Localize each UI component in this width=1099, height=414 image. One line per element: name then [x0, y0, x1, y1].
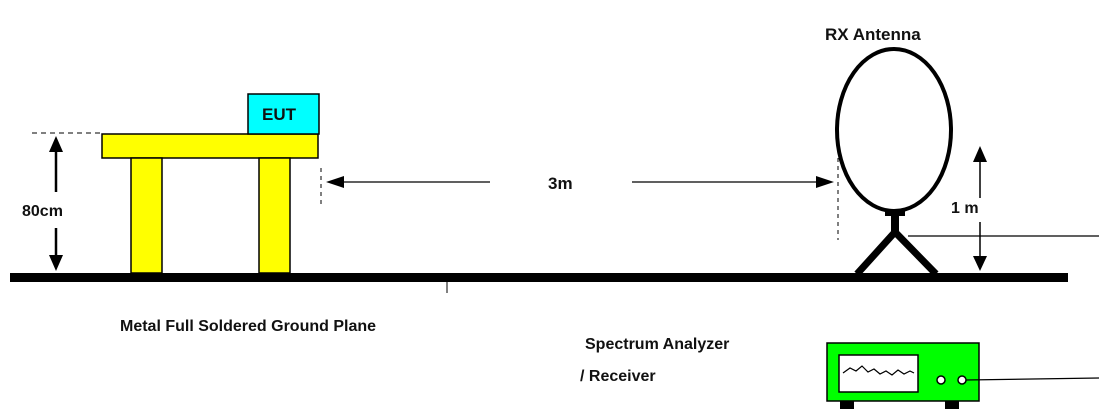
table-leg-left [130, 157, 163, 274]
ground-plane-label: Metal Full Soldered Ground Plane [120, 318, 376, 335]
antenna-leg-left [854, 229, 898, 277]
test-table [101, 133, 319, 274]
analyzer-trace [842, 365, 915, 376]
analyzer-label-line2: / Receiver [580, 368, 656, 385]
table-height-dimension: 80cm [22, 132, 100, 271]
distance-label: 3m [548, 174, 573, 193]
antenna-height-label: 1 m [951, 200, 979, 217]
table-leg-right [258, 157, 291, 274]
distance-dimension: 3m [320, 158, 839, 240]
antenna-leg-right [892, 229, 939, 277]
antenna-mount [885, 209, 905, 216]
antenna-height-dimension: 1 m [951, 146, 987, 271]
analyzer-foot-right [945, 401, 959, 409]
spectrum-analyzer: Spectrum Analyzer / Receiver [580, 336, 1099, 409]
analyzer-knob-1 [936, 375, 946, 385]
analyzer-foot-left [840, 401, 854, 409]
eut-label: EUT [262, 105, 297, 124]
ground-plane [10, 273, 1068, 282]
loop-antenna [835, 47, 953, 213]
rx-antenna-label: RX Antenna [825, 25, 921, 44]
rx-antenna: RX Antenna [825, 25, 1099, 277]
analyzer-label-line1: Spectrum Analyzer [585, 336, 729, 353]
eut-box: EUT [247, 93, 320, 135]
table-height-label: 80cm [22, 203, 63, 220]
analyzer-knob-2 [957, 375, 967, 385]
table-top [101, 133, 319, 159]
analyzer-cable [965, 377, 1099, 381]
